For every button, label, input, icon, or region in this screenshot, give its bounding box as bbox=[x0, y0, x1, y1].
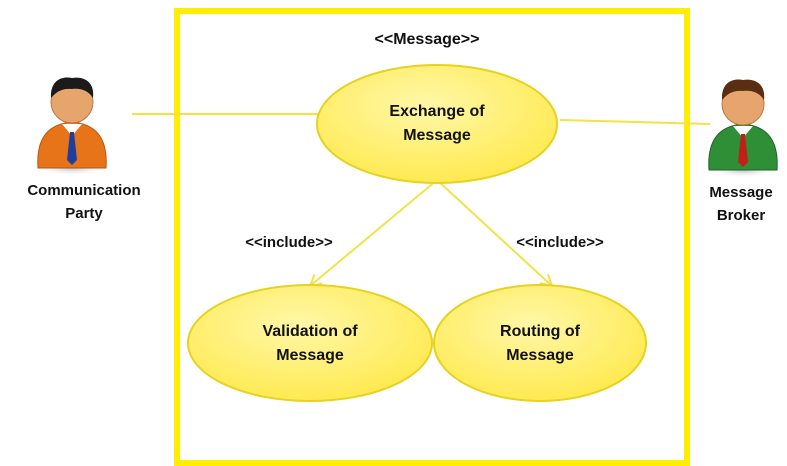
actor-left-name-line1: Communication bbox=[27, 182, 140, 199]
person-icon bbox=[34, 77, 110, 176]
use-case-validation-line2: Message bbox=[276, 347, 344, 364]
actor-left-name-line2: Party bbox=[65, 205, 103, 222]
use-case-routing[interactable]: Routing of Message bbox=[433, 284, 647, 402]
association-right bbox=[559, 119, 711, 125]
use-case-exchange-line2: Message bbox=[403, 127, 471, 144]
actor-right-name-line2: Broker bbox=[717, 207, 766, 224]
include-arrow-routing bbox=[436, 179, 552, 286]
actor-communication-party[interactable]: Communication Party bbox=[27, 77, 141, 222]
include-arrow-validation bbox=[310, 179, 438, 286]
person-icon bbox=[707, 79, 779, 178]
system-stereotype: <<Message>> bbox=[375, 31, 480, 48]
use-case-routing-line1: Routing of bbox=[500, 323, 581, 340]
actor-right-name-line1: Message bbox=[709, 184, 772, 201]
use-case-exchange[interactable]: Exchange of Message bbox=[316, 64, 558, 184]
use-case-routing-line2: Message bbox=[506, 347, 574, 364]
actor-message-broker[interactable]: Message Broker bbox=[707, 79, 779, 224]
use-case-validation-line1: Validation of bbox=[262, 323, 358, 340]
use-case-exchange-line1: Exchange of bbox=[389, 103, 485, 120]
use-case-validation[interactable]: Validation of Message bbox=[187, 284, 433, 402]
include-label-right: <<include>> bbox=[516, 234, 604, 251]
include-label-left: <<include>> bbox=[245, 234, 333, 251]
